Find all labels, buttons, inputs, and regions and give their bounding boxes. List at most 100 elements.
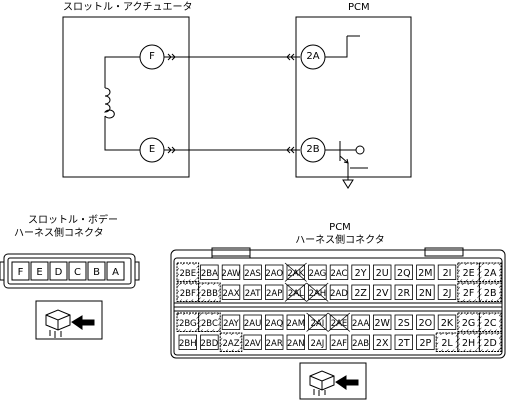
- pcm-pin-cell: [222, 335, 240, 350]
- pcm-pin-label: 2BG: [179, 319, 197, 329]
- pcm-pin-cell: [178, 334, 198, 350]
- pcm-pin-cell: [481, 285, 499, 300]
- pcm-pin-cell: [437, 264, 457, 280]
- transistor-icon: [325, 141, 368, 189]
- pcm-pin-cell: [394, 284, 414, 300]
- throttle-pin-label: B: [93, 267, 100, 278]
- pcm-pin-label: 2AS: [244, 269, 261, 279]
- actuator-pin-f-label: F: [149, 51, 155, 62]
- throttle-pin-cell: [106, 261, 125, 281]
- pcm-pin-label: 2AE: [331, 319, 348, 329]
- pcm-pin-label: 2F: [463, 288, 475, 299]
- throttle-pin-label: A: [112, 267, 119, 278]
- pcm-pin-label: 2AG: [309, 269, 327, 279]
- pcm-pin-cell: [264, 264, 284, 280]
- pcm-pin-cell: [416, 334, 435, 350]
- pcm-pin-label: 2AV: [244, 339, 261, 349]
- pcm-pin-label: 2S: [398, 318, 410, 329]
- pcm-pin-label: 2AM: [287, 319, 306, 329]
- pcm-pin-cell: [179, 315, 197, 330]
- throttle-pin-cell: [11, 261, 30, 281]
- pcm-pin-label: 2AI: [311, 319, 325, 329]
- pcm-harness-view-icon: [299, 362, 367, 400]
- pcm-pin-label: 2A: [484, 268, 497, 279]
- pcm-pin-label: 2V: [376, 288, 389, 299]
- throttle-pin-cell: [30, 261, 49, 281]
- pcm-pin-label: 2T: [398, 338, 410, 349]
- pcm-pin-cell: [394, 334, 414, 350]
- pcm-pin-label: 2AP: [266, 289, 282, 299]
- pcm-pin-label: 2AD: [330, 289, 348, 299]
- pcm-pin-cell: [264, 334, 284, 350]
- pcm-pin-label: 2H: [462, 338, 475, 349]
- pcm-pin-2b-label: 2B: [306, 144, 320, 155]
- pcm-pin-cell: [200, 315, 219, 330]
- pcm-pin-label: 2AN: [287, 339, 305, 349]
- motor-coil: [104, 56, 140, 151]
- pcm-pin-label: 2AZ: [222, 339, 239, 349]
- pcm-pin-cell: [329, 264, 349, 280]
- pcm-pin-cell: [351, 334, 370, 350]
- throttle-pin-cell: [87, 261, 106, 281]
- pcm-pin-label: 2L: [441, 338, 453, 349]
- pcm-pin-label: 2AW: [221, 269, 241, 279]
- pcm-pin-label: 2BC: [201, 319, 218, 329]
- pcm-pin-cell: [329, 334, 349, 350]
- pcm-pin-cell: [221, 314, 241, 330]
- pcm-pin-label: 2J: [443, 288, 452, 299]
- pcm-pin-cell: [459, 285, 478, 300]
- pcm-pin-label: 2AU: [244, 319, 261, 329]
- pcm-pin-label: 2W: [374, 318, 390, 329]
- throttle-pin-label: E: [36, 267, 42, 278]
- pcm-pin-cross: [284, 262, 307, 282]
- pcm-pin-cell: [459, 335, 478, 350]
- pcm-pin-label: 2C: [484, 318, 497, 329]
- pcm-pin-label: 2N: [419, 288, 432, 299]
- pcm-pin-label: 2M: [418, 268, 432, 279]
- pcm-pin-label: 2AB: [352, 339, 369, 349]
- pcm-pin-label: 2R: [397, 288, 410, 299]
- pcm-pin-label: 2I: [443, 268, 452, 279]
- pcm-pin-label: 2BA: [201, 269, 218, 279]
- pcm-pin-cross: [327, 312, 351, 332]
- pcm-supply-line: [325, 35, 360, 58]
- pcm-pin-cell: [437, 314, 457, 330]
- pcm-pin-cross: [284, 282, 307, 302]
- connector-chevrons: [167, 53, 295, 154]
- pcm-pin-cell: [179, 285, 197, 300]
- pcm-pin-cell: [243, 284, 262, 300]
- pcm-pin-label: 2G: [462, 318, 475, 329]
- actuator-pin-e-label: E: [148, 144, 156, 155]
- pcm-pin-label: 2AA: [352, 319, 369, 329]
- pcm-pin-label: 2Y: [355, 268, 367, 279]
- pcm-pin-cell: [481, 265, 499, 280]
- throttle-pin-cell: [49, 261, 68, 281]
- pcm-pin-cell: [481, 315, 499, 330]
- pcm-pin-label: 2P: [420, 338, 432, 349]
- pcm-pin-cell: [394, 314, 414, 330]
- throttle-pin-label: C: [74, 267, 81, 278]
- pcm-pin-cell: [329, 284, 349, 300]
- pcm-pin-label: 2AR: [266, 339, 283, 349]
- pcm-pin-label: 2AT: [245, 289, 262, 299]
- pcm-pin-cell: [351, 264, 370, 280]
- pcm-pin-label: 2D: [484, 338, 497, 349]
- actuator-title: スロットル・アクチュエータ: [63, 2, 193, 13]
- pcm-pin-label: 2AL: [288, 289, 304, 299]
- pcm-pin-label: 2U: [376, 268, 389, 279]
- pcm-pin-cell: [221, 284, 241, 300]
- pcm-pin-cell: [459, 315, 478, 330]
- pcm-pin-cell: [438, 335, 456, 350]
- pcm-pin-label: 2AC: [330, 269, 347, 279]
- pcm-pin-2a-label: 2A: [306, 51, 320, 62]
- pcm-pin-cell: [351, 284, 370, 300]
- throttle-pin-label: D: [55, 267, 63, 278]
- pcm-pin-cell: [394, 264, 414, 280]
- pcm-connector-housing: [170, 247, 506, 359]
- pcm-pin-cross: [306, 282, 329, 302]
- pcm-pin-label: 2AX: [222, 289, 239, 299]
- pcm-pin-cell: [200, 285, 219, 300]
- pcm-pin-label: 2BB: [201, 289, 218, 299]
- pcm-pin-cell: [351, 314, 370, 330]
- pcm-pin-cell: [243, 334, 262, 350]
